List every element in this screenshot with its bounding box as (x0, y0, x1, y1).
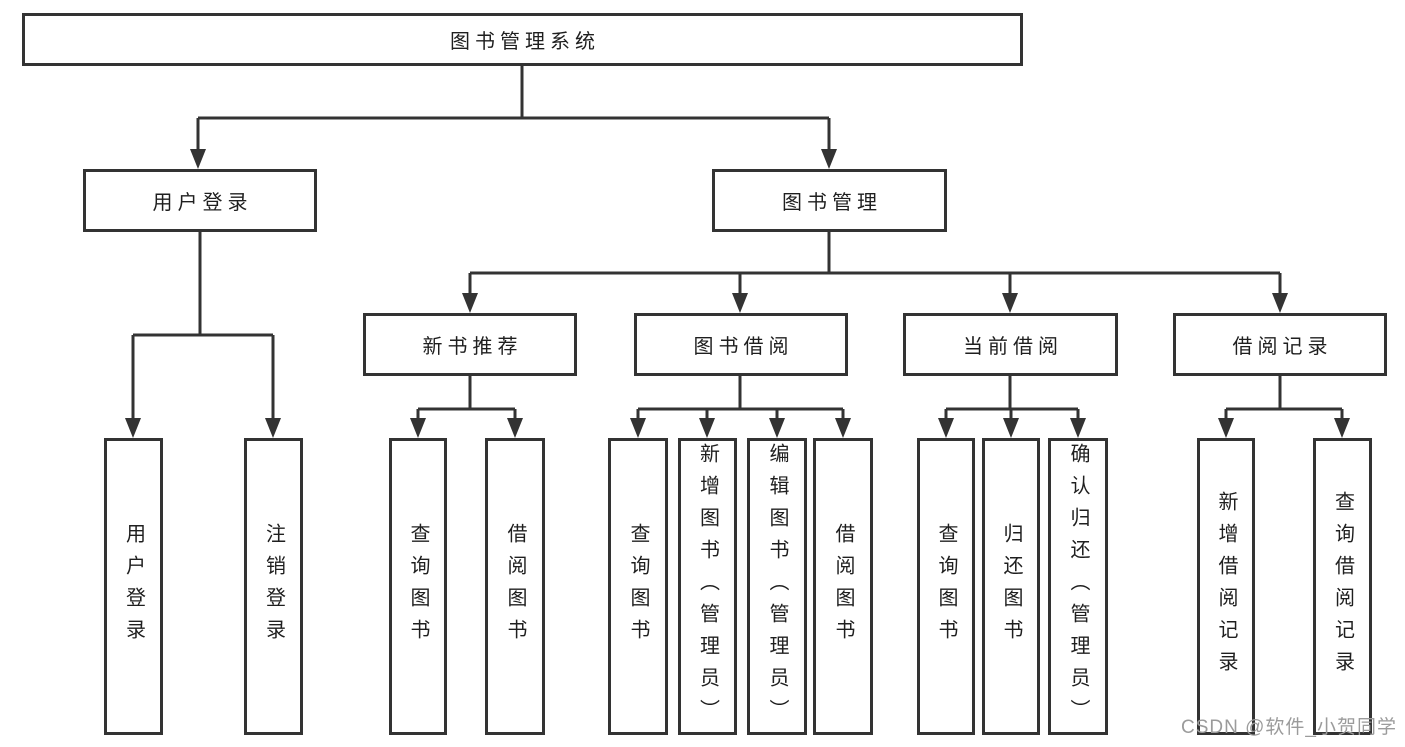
node-label: 图书借阅 (693, 336, 794, 358)
node-label: 图书管理 (782, 192, 882, 214)
node-label: 查询图书 (627, 522, 649, 651)
node-label: 注销登录 (262, 522, 285, 651)
connector-book-management-children (462, 232, 1288, 313)
leaf-borrow-books: 借阅图书 (813, 438, 873, 735)
node-label: 新增借阅记录 (1215, 490, 1237, 683)
node-current-borrowing: 当前借阅 (903, 313, 1118, 376)
connector-book-borrowing-children (630, 376, 851, 438)
connector-root-to-level2 (190, 65, 837, 169)
leaf-add-borrow-record: 新增借阅记录 (1197, 438, 1255, 735)
connector-user-login-children (125, 232, 281, 438)
node-book-borrowing: 图书借阅 (634, 313, 848, 376)
node-label: 查询借阅记录 (1331, 490, 1354, 683)
node-label: 归还图书 (1000, 522, 1022, 651)
node-borrowing-records: 借阅记录 (1173, 313, 1387, 376)
node-label: 查询图书 (935, 522, 957, 651)
leaf-query-books-recommend: 查询图书 (389, 438, 447, 735)
leaf-query-borrow-record: 查询借阅记录 (1313, 438, 1372, 735)
connector-current-borrowing-children (938, 376, 1086, 438)
node-library-management-system: 图书管理系统 (22, 13, 1023, 66)
leaf-borrow-books-recommend: 借阅图书 (485, 438, 545, 735)
connector-new-book-recommend-children (410, 376, 523, 438)
node-label: 借阅图书 (504, 522, 526, 651)
connector-borrowing-records-children (1218, 376, 1350, 438)
node-book-management: 图书管理 (712, 169, 947, 232)
node-label: 用户登录 (152, 192, 253, 214)
node-label: 借阅图书 (832, 522, 854, 651)
leaf-return-books: 归还图书 (982, 438, 1040, 735)
leaf-add-books-admin: 新增图书（管理员） (678, 438, 737, 735)
node-label: 新书推荐 (422, 336, 523, 358)
node-new-book-recommend: 新书推荐 (363, 313, 577, 376)
node-label: 借阅记录 (1232, 336, 1333, 358)
node-user-login: 用户登录 (83, 169, 317, 232)
leaf-query-books-borrowing: 查询图书 (608, 438, 668, 735)
leaf-query-books-current: 查询图书 (917, 438, 975, 735)
csdn-watermark: CSDN @软件_小贺同学 (1181, 717, 1397, 738)
node-label: 查询图书 (407, 522, 429, 651)
node-label: 图书管理系统 (450, 31, 600, 53)
leaf-logout: 注销登录 (244, 438, 303, 735)
leaf-user-login: 用户登录 (104, 438, 163, 735)
node-label: 当前借阅 (963, 336, 1063, 358)
leaf-edit-books-admin: 编辑图书（管理员） (747, 438, 807, 735)
node-label: 新增图书（管理员） (696, 442, 719, 731)
node-label: 编辑图书（管理员） (766, 442, 788, 731)
leaf-confirm-return-admin: 确认归还（管理员） (1048, 438, 1108, 735)
node-label: 确认归还（管理员） (1067, 442, 1089, 731)
node-label: 用户登录 (122, 522, 145, 651)
